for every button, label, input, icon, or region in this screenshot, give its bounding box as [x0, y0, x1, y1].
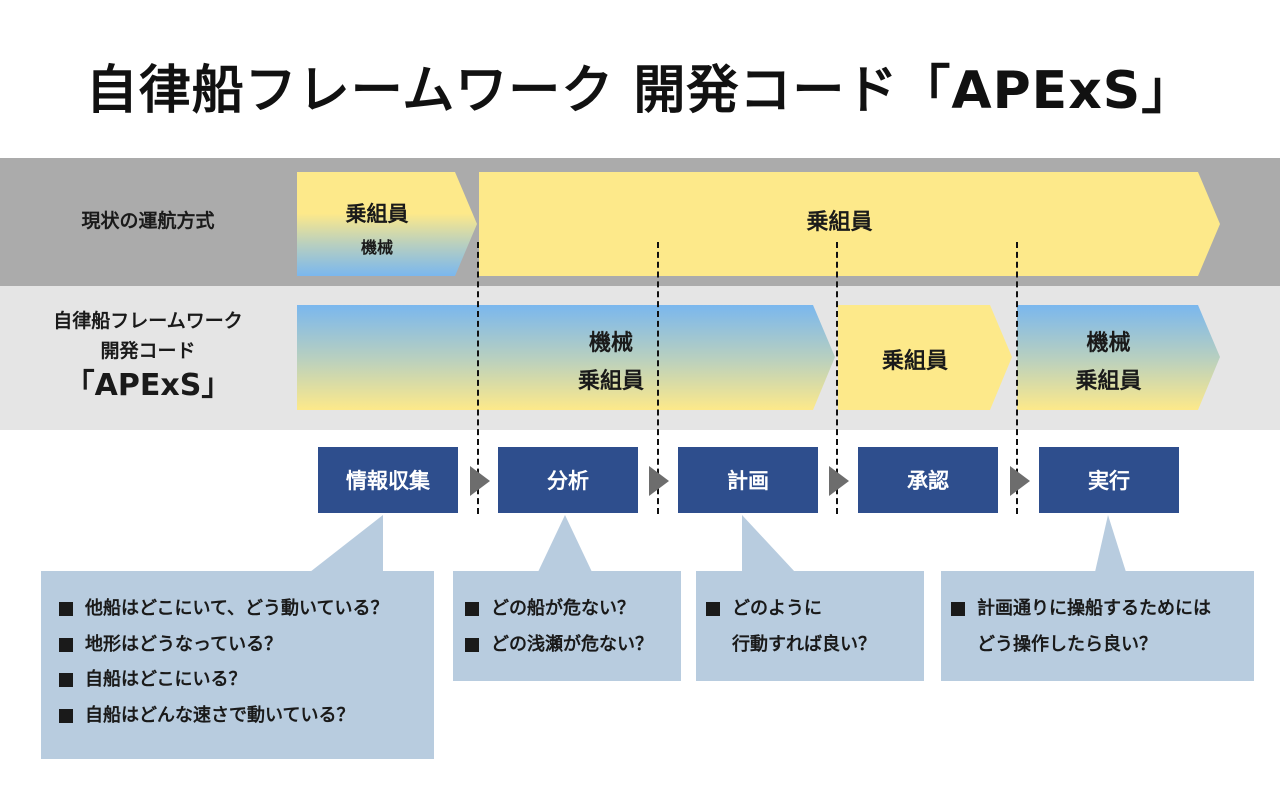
- square-bullet-icon: [951, 602, 965, 616]
- apexs-arrow-machine-crew-1: 機械 乗組員: [297, 305, 835, 410]
- callout-analysis: どの船が危ない？ どの浅瀬が危ない？: [453, 571, 681, 681]
- square-bullet-icon: [59, 708, 73, 723]
- callout-information-gathering: 他船はどこにいて、どう動いている？ 地形はどうなっている？ 自船はどこにいる？ …: [41, 571, 434, 759]
- callout-pointer: [742, 515, 795, 572]
- list-item: どのように: [706, 591, 924, 627]
- apexs-arrow-crew: 乗組員: [838, 305, 1012, 410]
- phase-divider: [1016, 242, 1018, 514]
- list-item: どの船が危ない？: [465, 591, 681, 627]
- step-information-gathering: 情報収集: [318, 447, 458, 513]
- list-item-continuation: 行動すれば良い？: [732, 633, 876, 655]
- list-item: 自船はどんな速さで動いている？: [59, 698, 434, 734]
- list-item: 計画通りに操船するためには: [951, 591, 1254, 627]
- arrow-label-line2: 乗組員: [577, 369, 644, 394]
- chevron-right-icon: [1010, 466, 1030, 496]
- list-item: 他船はどこにいて、どう動いている？: [59, 591, 434, 627]
- step-analysis: 分析: [498, 447, 638, 513]
- current-arrow-crew: 乗組員: [479, 172, 1220, 276]
- phase-divider: [657, 242, 659, 514]
- arrow-label-line1: 機械: [1086, 331, 1131, 356]
- current-method-label: 現状の運航方式: [81, 210, 215, 232]
- phase-divider: [477, 242, 479, 514]
- chevron-right-icon: [829, 466, 849, 496]
- arrow-label-line2: 機械: [360, 238, 393, 257]
- square-bullet-icon: [465, 602, 479, 616]
- list-item: どの浅瀬が危ない？: [465, 627, 681, 663]
- apexs-label-line2: 開発コード: [100, 340, 196, 362]
- square-bullet-icon: [706, 602, 720, 616]
- arrow-label-line2: 乗組員: [1075, 369, 1142, 394]
- arrow-label-line1: 機械: [588, 331, 633, 356]
- square-bullet-icon: [59, 602, 73, 616]
- square-bullet-icon: [465, 637, 479, 652]
- list-item-continuation: どう操作したら良い？: [977, 633, 1157, 655]
- step-approval: 承認: [858, 447, 998, 513]
- apexs-label: 自律船フレームワーク 開発コード 「APExS」: [0, 306, 296, 406]
- apexs-arrow-machine-crew-2: 機械 乗組員: [1017, 305, 1220, 410]
- step-planning: 計画: [678, 447, 818, 513]
- callout-pointer: [1095, 515, 1126, 572]
- step-execution: 実行: [1039, 447, 1179, 513]
- chevron-right-icon: [470, 466, 490, 496]
- callout-planning: どのように 行動すれば良い？: [696, 571, 924, 681]
- apexs-label-line3: 「APExS」: [64, 368, 232, 403]
- callout-pointer: [538, 515, 592, 572]
- arrow-label-line1: 乗組員: [881, 349, 948, 374]
- apexs-label-line1: 自律船フレームワーク: [53, 310, 243, 332]
- list-item: 地形はどうなっている？: [59, 627, 434, 663]
- callout-execution: 計画通りに操船するためには どう操作したら良い？: [941, 571, 1254, 681]
- list-item: 自船はどこにいる？: [59, 662, 434, 698]
- arrow-label-line1: 乗組員: [806, 210, 873, 235]
- square-bullet-icon: [59, 673, 73, 687]
- current-arrow-crew-machine: 乗組員 機械: [297, 172, 477, 276]
- chevron-right-icon: [649, 466, 669, 496]
- callout-pointer: [310, 515, 383, 572]
- page-title: 自律船フレームワーク 開発コード「APExS」: [85, 61, 1195, 121]
- arrow-label-line1: 乗組員: [345, 202, 409, 226]
- phase-divider: [836, 242, 838, 514]
- square-bullet-icon: [59, 637, 73, 652]
